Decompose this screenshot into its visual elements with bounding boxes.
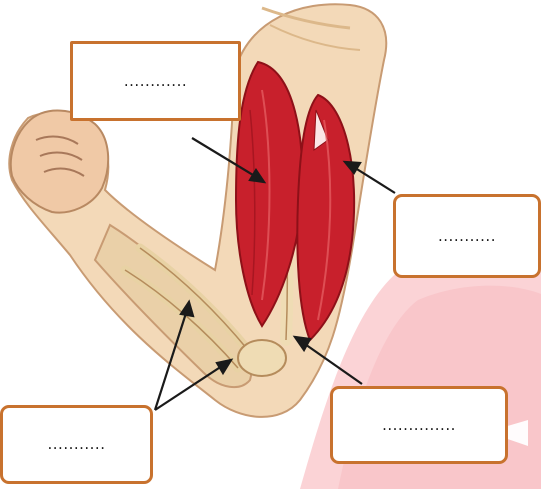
label-box-top-left[interactable]: ............ [70, 41, 241, 121]
label-blank: .............. [382, 418, 456, 433]
label-blank: ........... [438, 229, 496, 244]
label-box-bottom-right[interactable]: .............. [330, 386, 508, 464]
label-blank: ............ [124, 74, 187, 89]
label-box-bottom-left[interactable]: ........... [0, 405, 153, 484]
label-box-right[interactable]: ........... [393, 194, 541, 278]
label-blank: ........... [48, 437, 106, 452]
